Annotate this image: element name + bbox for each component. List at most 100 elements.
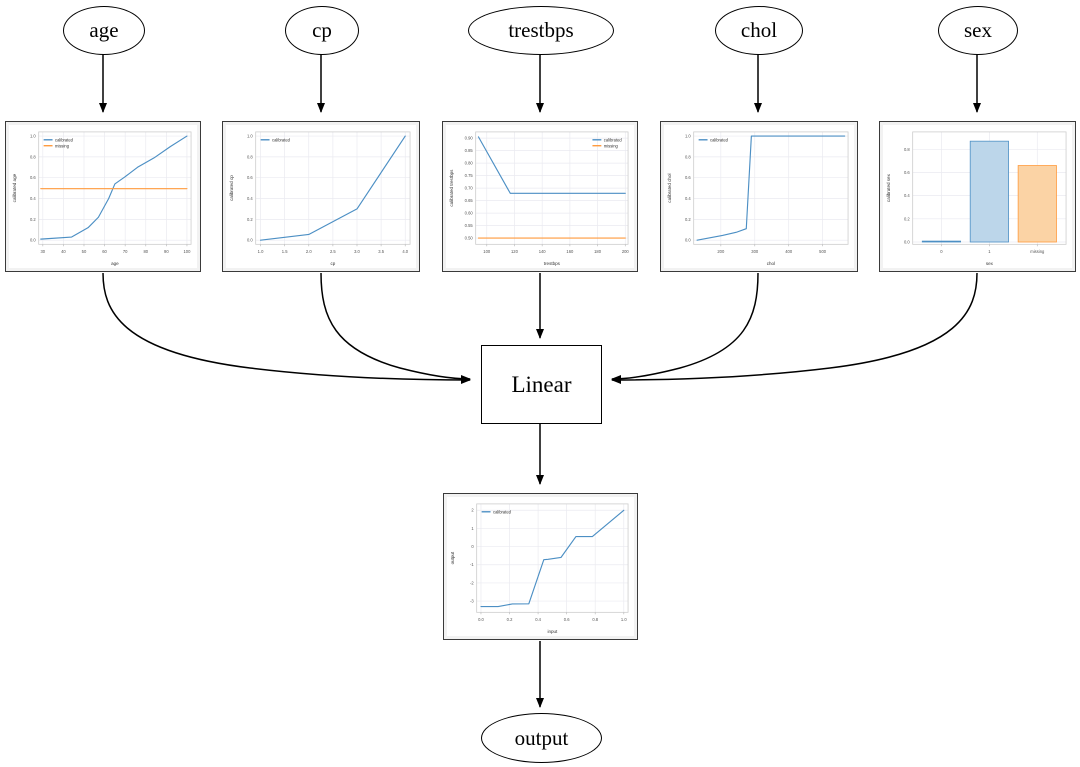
svg-text:-2: -2 [470,580,474,585]
svg-text:0.55: 0.55 [465,223,474,228]
svg-text:0.80: 0.80 [465,161,474,166]
svg-text:30: 30 [41,249,46,254]
svg-text:0.6: 0.6 [247,175,253,180]
svg-text:calibrated: calibrated [710,137,729,142]
svg-text:0.6: 0.6 [904,170,910,175]
node-output[interactable]: output [481,713,602,763]
node-cp[interactable]: cp [285,6,359,55]
svg-text:3.5: 3.5 [378,249,384,254]
svg-text:0: 0 [471,544,474,549]
svg-text:input: input [547,629,558,634]
edge-panel-sex-to-linear [611,272,978,384]
svg-text:70: 70 [123,249,128,254]
node-output-label: output [514,725,569,750]
svg-text:0.0: 0.0 [478,617,484,622]
svg-text:0.75: 0.75 [465,173,474,178]
svg-text:calibrated: calibrated [55,137,74,142]
svg-text:-3: -3 [470,599,474,604]
svg-text:0.0: 0.0 [247,238,253,243]
svg-text:0.2: 0.2 [904,216,910,221]
svg-text:1.0: 1.0 [30,134,36,139]
svg-text:0.0: 0.0 [904,239,910,244]
svg-text:1.0: 1.0 [685,134,691,139]
svg-text:1.0: 1.0 [258,249,264,254]
svg-text:chol: chol [767,261,775,266]
svg-text:calibrated: calibrated [604,137,623,142]
svg-text:100: 100 [483,249,491,254]
svg-text:0.8: 0.8 [30,154,36,159]
node-linear-label: Linear [511,371,572,397]
node-chol-label: chol [740,18,778,42]
node-age[interactable]: age [63,6,145,55]
svg-text:missing: missing [604,143,619,148]
svg-text:3.0: 3.0 [354,249,360,254]
svg-text:trestbps: trestbps [544,261,561,266]
svg-text:0.50: 0.50 [465,236,474,241]
svg-text:0.85: 0.85 [465,148,474,153]
node-trestbps[interactable]: trestbps [468,6,614,55]
svg-text:1.0: 1.0 [247,134,253,139]
svg-text:0.8: 0.8 [904,147,910,152]
svg-text:0.90: 0.90 [465,136,474,141]
svg-text:1.0: 1.0 [621,617,627,622]
node-sex[interactable]: sex [938,6,1018,55]
svg-text:0.70: 0.70 [465,186,474,191]
svg-text:0.6: 0.6 [30,175,36,180]
svg-text:60: 60 [102,249,107,254]
svg-text:age: age [111,261,119,266]
svg-text:0.2: 0.2 [247,217,253,222]
svg-text:120: 120 [511,249,519,254]
svg-text:0.4: 0.4 [535,617,541,622]
svg-text:output: output [450,551,455,564]
svg-text:calibrated: calibrated [493,509,512,514]
node-age-label: age [89,18,119,42]
node-trestbps-label: trestbps [508,18,574,42]
svg-text:missing: missing [55,143,70,148]
svg-text:160: 160 [566,249,574,254]
svg-text:0.0: 0.0 [685,238,691,243]
svg-text:50: 50 [82,249,87,254]
svg-text:500: 500 [819,249,827,254]
svg-text:1: 1 [988,249,991,254]
node-sex-label: sex [964,18,992,42]
svg-text:200: 200 [622,249,630,254]
svg-text:-1: -1 [470,562,474,567]
svg-text:2.0: 2.0 [306,249,312,254]
svg-text:200: 200 [717,249,725,254]
svg-text:calibrated cp: calibrated cp [229,175,234,201]
svg-text:140: 140 [539,249,547,254]
svg-text:calibrated age: calibrated age [12,173,17,202]
svg-text:0.4: 0.4 [30,196,36,201]
svg-text:calibrated sex: calibrated sex [886,173,891,202]
svg-text:0.8: 0.8 [247,154,253,159]
node-linear[interactable]: Linear [481,345,602,424]
svg-text:400: 400 [785,249,793,254]
svg-text:0.60: 0.60 [465,211,474,216]
svg-text:0.2: 0.2 [30,217,36,222]
svg-text:missing: missing [1030,249,1045,254]
svg-text:2.5: 2.5 [330,249,336,254]
svg-text:0.0: 0.0 [30,238,36,243]
edge-panel-cp-to-linear [320,272,471,383]
svg-text:180: 180 [594,249,602,254]
svg-text:300: 300 [751,249,759,254]
svg-text:4.0: 4.0 [402,249,408,254]
svg-text:0.4: 0.4 [247,196,253,201]
svg-text:100: 100 [183,249,191,254]
node-chol[interactable]: chol [715,6,803,55]
svg-text:0.4: 0.4 [685,196,691,201]
svg-text:0.8: 0.8 [685,154,691,159]
edge-panel-chol-to-linear [611,272,759,383]
svg-text:0: 0 [940,249,943,254]
svg-text:40: 40 [61,249,66,254]
